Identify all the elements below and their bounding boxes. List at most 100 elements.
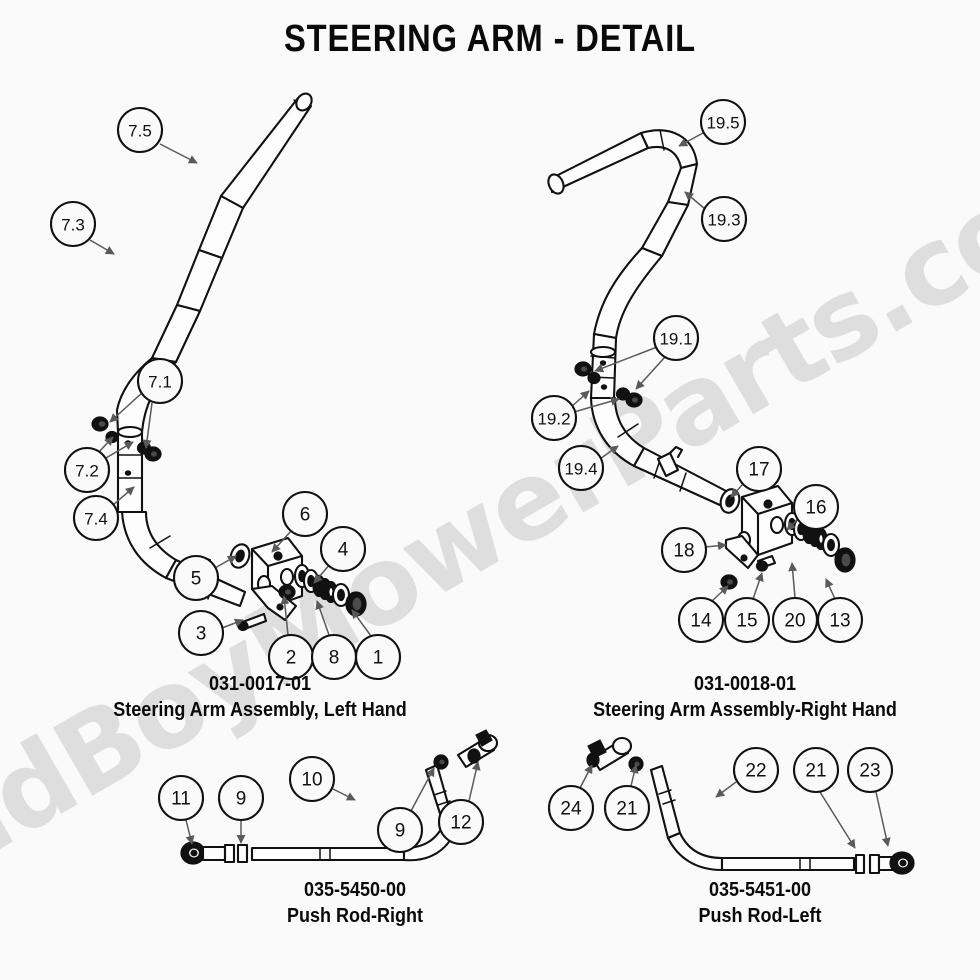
callout-bubble-21[interactable] (792, 746, 840, 794)
callout-bubble-7-2[interactable] (63, 446, 111, 494)
callout-label-19-1: 19.1 (659, 330, 692, 349)
left-arm-tube-end-cap (295, 92, 313, 112)
callout-bubble-19-3[interactable] (700, 195, 748, 243)
rodend-11-hex (223, 843, 236, 864)
callout-bubble-19-2[interactable] (530, 394, 578, 442)
callout-label-19-2: 19.2 (537, 410, 570, 429)
callout-bubble-7-4[interactable] (72, 494, 120, 542)
callout-bubble-21[interactable] (603, 784, 651, 832)
left-steering-arm-art (91, 92, 367, 632)
callout-bubble-19-4[interactable] (557, 444, 605, 492)
callout-label-18: 18 (673, 541, 694, 562)
callout-bubble-15[interactable] (723, 596, 771, 644)
bearing-13-inner (840, 552, 852, 568)
right-arm-fastener-set (574, 361, 643, 408)
callout-label-21: 21 (616, 799, 637, 820)
nut-7-1-b-inner (149, 450, 159, 458)
left-bracket-plate-hole (276, 603, 284, 611)
callout-bubble-11[interactable] (157, 774, 205, 822)
left-arm-post-collar (116, 425, 144, 439)
callout-leader-9-0 (410, 767, 435, 812)
right-bracket-hole-top (763, 499, 773, 509)
callout-bubble-16[interactable] (792, 483, 840, 531)
callout-bubble-24[interactable] (547, 784, 595, 832)
callout-label-20: 20 (784, 611, 805, 632)
callout-bubble-10[interactable] (288, 755, 336, 803)
callout-leader-19-2-1 (573, 396, 620, 413)
callout-leader-20-0 (788, 562, 798, 599)
callout-label-7-2: 7.2 (75, 462, 99, 481)
callout-bubble-23[interactable] (846, 746, 894, 794)
balljoint-24-head (611, 736, 633, 756)
washer-16-c-hole (826, 538, 835, 552)
callout-bubble-5[interactable] (172, 554, 220, 602)
callout-leader-7-2-0 (97, 436, 114, 454)
jam-nut-21-right (854, 853, 866, 875)
right-arm-rod-tab (656, 451, 680, 478)
callout-leader-12-0 (468, 761, 481, 802)
callout-bubble-7-3[interactable] (49, 200, 97, 248)
callout-bubble-12[interactable] (437, 798, 485, 846)
right-bracket-plate-hole (740, 554, 748, 562)
callout-label-6: 6 (300, 505, 311, 526)
callout-bubble-7-1[interactable] (136, 357, 184, 405)
callout-label-7-5: 7.5 (128, 122, 152, 141)
left-washer-5-inner (235, 549, 245, 563)
callout-label-9: 9 (395, 821, 406, 842)
callout-bubble-13[interactable] (816, 596, 864, 644)
callout-label-19-3: 19.3 (707, 211, 740, 230)
callout-leader-5-0 (214, 555, 237, 569)
nut-19-2-a-inner (579, 365, 589, 373)
right-arm-handle-end (547, 173, 565, 195)
callout-label-11: 11 (171, 789, 191, 810)
right-arm-sweep-mark (617, 423, 639, 438)
callout-label-19-4: 19.4 (564, 460, 597, 479)
callout-leader-19-5-0 (678, 132, 704, 147)
callout-label-21: 21 (805, 761, 826, 782)
nut-7-2-a-inner (97, 419, 107, 429)
callout-leader-17-0 (730, 482, 745, 498)
callout-leader-7-4-0 (112, 486, 135, 506)
callout-leader-21-0 (819, 791, 856, 849)
callout-bubble-19-5[interactable] (699, 98, 747, 146)
callout-leader-13-0 (825, 578, 836, 600)
callout-bubble-6[interactable] (281, 490, 329, 538)
bolt-19-1-a (587, 371, 601, 385)
callout-leader-19-2-0 (569, 390, 590, 409)
rodend-23-bore (899, 859, 907, 867)
push-rod-left-mark-a (658, 789, 676, 805)
callout-leader-2-0 (280, 595, 290, 636)
callout-bubble-7-5[interactable] (116, 106, 164, 154)
callout-leader-1-0 (351, 609, 372, 637)
callout-label-3: 3 (196, 624, 207, 645)
callout-label-16: 16 (805, 498, 826, 519)
callout-leader-6-0 (271, 529, 293, 553)
callout-bubble-17[interactable] (735, 445, 783, 493)
callout-label-10: 10 (301, 770, 322, 791)
callout-bubble-3[interactable] (177, 609, 225, 657)
callout-leader-23-0 (875, 791, 891, 847)
callout-bubble-9[interactable] (376, 806, 424, 854)
callout-label-24: 24 (560, 799, 582, 820)
callout-leader-4-0 (313, 563, 331, 584)
right-arm-weld-top (659, 129, 665, 151)
callout-bubble-9[interactable] (217, 774, 265, 822)
jam-nut-9-left (236, 843, 249, 864)
callout-leader-7-1-0 (109, 391, 144, 423)
callout-bubble-22[interactable] (732, 746, 780, 794)
callout-leader-19-3-0 (684, 191, 706, 210)
callout-bubble-18[interactable] (660, 526, 708, 574)
callout-leader-14-0 (711, 585, 729, 602)
rodend-23-hex (868, 853, 881, 875)
push-rod-right-mark-a (319, 847, 331, 861)
callout-bubble-4[interactable] (319, 525, 367, 573)
callout-bubble-19-1[interactable] (652, 314, 700, 362)
callout-label-13: 13 (829, 611, 850, 632)
callout-bubble-14[interactable] (677, 596, 725, 644)
balljoint-24-boot (586, 752, 600, 768)
left-arm-post-marks (117, 454, 143, 479)
callout-leader-18-0 (704, 541, 727, 551)
callout-bubble-1[interactable] (354, 633, 402, 681)
